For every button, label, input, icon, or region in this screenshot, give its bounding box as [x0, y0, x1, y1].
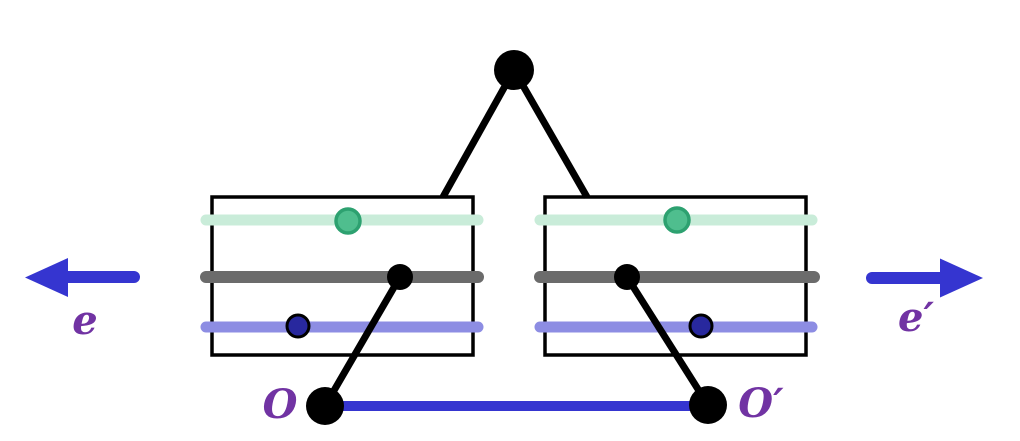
left-gray-point-to-origin-line	[321, 275, 404, 408]
right-gray-line-dot	[614, 264, 640, 290]
right-arrow-label: e′	[898, 294, 934, 341]
left-arrow-icon	[25, 258, 140, 297]
left-spectrum-lines	[200, 214, 484, 333]
right-arrow-icon	[866, 258, 983, 298]
vertex-to-right-box-line	[510, 68, 591, 199]
right-gray-point-to-origin-line	[624, 275, 711, 407]
left-arrow-label: e	[72, 297, 97, 344]
vertex-to-left-box-line	[439, 68, 518, 199]
right-arrow-head	[940, 258, 983, 298]
right-origin-label: O′	[738, 380, 784, 427]
left-green-dot	[334, 207, 362, 235]
left-navy-dot	[285, 313, 311, 339]
left-origin-label: O	[263, 381, 298, 428]
right-navy-dot	[688, 313, 714, 339]
right-origin-dot	[689, 386, 727, 424]
left-origin-dot	[306, 387, 344, 425]
right-green-dot	[663, 206, 691, 234]
left-gray-line-dot	[387, 264, 413, 290]
vertex-connector-lines	[439, 68, 591, 199]
left-arrow-head	[25, 258, 68, 297]
top-vertex-dot	[494, 50, 534, 90]
right-spectrum-lines	[534, 214, 820, 333]
